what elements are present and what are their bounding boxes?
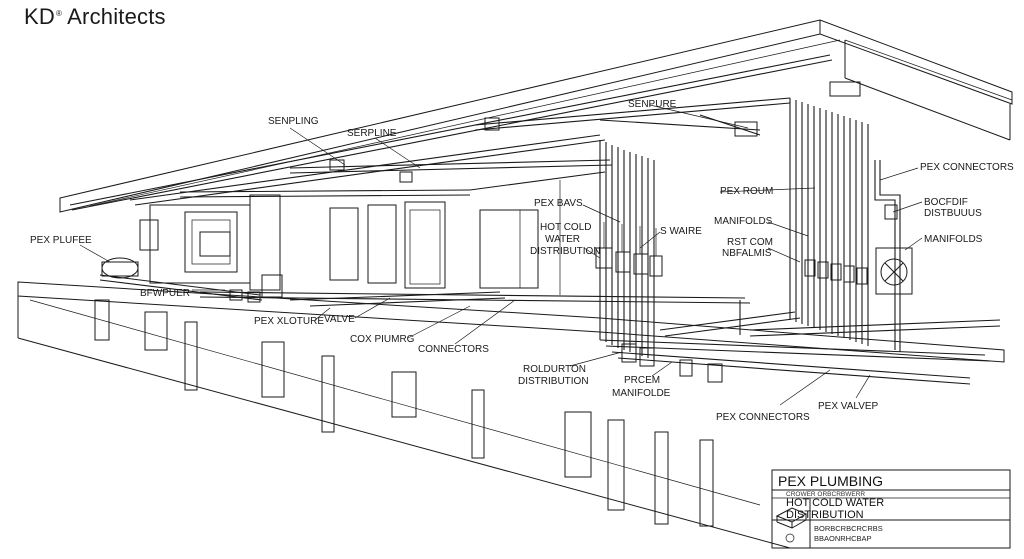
label-boc-1: BOCFDIF [924,197,968,208]
label-roldurton-1: ROLDURTON [523,364,586,375]
label-rst-2: NBFALMIS [722,248,772,259]
label-pex-xloture: PEX XLOTURE [254,316,324,327]
label-hot-cold-1: HOT COLD [540,222,592,233]
title-block-title: PEX PLUMBING [778,473,883,489]
callout-labels: SENPLING SERPLINE SENPURE PEX CONNECTORS… [30,99,1014,423]
label-senpure: SENPURE [628,99,677,110]
title-block-note-2: BBAONRHCBAP [814,534,872,543]
ceiling-slab [59,19,1013,213]
label-bfwpuer: BFWPUER [140,288,190,299]
label-s-waire: S WAIRE [660,226,702,237]
label-pex-bavs: PEX BAVS [534,198,583,209]
right-risers [789,81,913,352]
label-cox-piumrg: COX PIUMRG [350,334,415,345]
label-prcem-2: MANIFOLDE [612,388,671,399]
left-fixtures [99,219,283,303]
label-hot-cold-2: WATER [545,234,580,245]
label-pex-plufee: PEX PLUFEE [30,235,92,246]
label-connectors: CONNECTORS [418,344,489,355]
brand-logo: KD® Architects [24,4,166,30]
floor-piers [94,299,714,527]
title-block-note-1: BORBCRBCRCRBS [814,524,883,533]
title-block-emblem-icon [775,507,808,543]
label-rst-1: RST COM [727,237,773,248]
brand-suffix: Architects [62,4,166,29]
label-roldurton-2: DISTRIBUTION [518,376,589,387]
label-manifolds-right: MANIFOLDS [924,234,983,245]
label-manifolds-mid: MANIFOLDS [714,216,773,227]
central-risers [595,140,663,360]
label-valve: VALVE [324,314,355,325]
brand-name: KD [24,4,55,29]
leader-lines [79,104,923,406]
back-wall [149,171,606,295]
label-boc-2: DISTBUUUS [924,208,982,219]
label-prcem-1: PRCEM [624,375,660,386]
label-serpline: SERPLINE [347,128,397,139]
label-pex-connectors-bottom: PEX CONNECTORS [716,412,810,423]
title-block-heading-1: HOT COLD WATER [786,497,884,509]
brand-mark: ® [55,8,63,18]
floor-pipes [199,291,1001,385]
label-pex-roum: PEX ROUM [720,186,773,197]
label-pex-connectors-top: PEX CONNECTORS [920,162,1014,173]
label-hot-cold-3: DISTRIBUTION [530,246,601,257]
ceiling-pipes [69,54,833,211]
label-senpling: SENPLING [268,116,319,127]
title-block-subtitle: CROWER ORBCRBWERR [786,491,865,498]
label-pex-valvep: PEX VALVEP [818,401,879,412]
title-block: PEX PLUMBING CROWER ORBCRBWERR HOT COLD … [771,469,1011,549]
title-block-heading-2: DISTRIBUTION [786,509,864,521]
